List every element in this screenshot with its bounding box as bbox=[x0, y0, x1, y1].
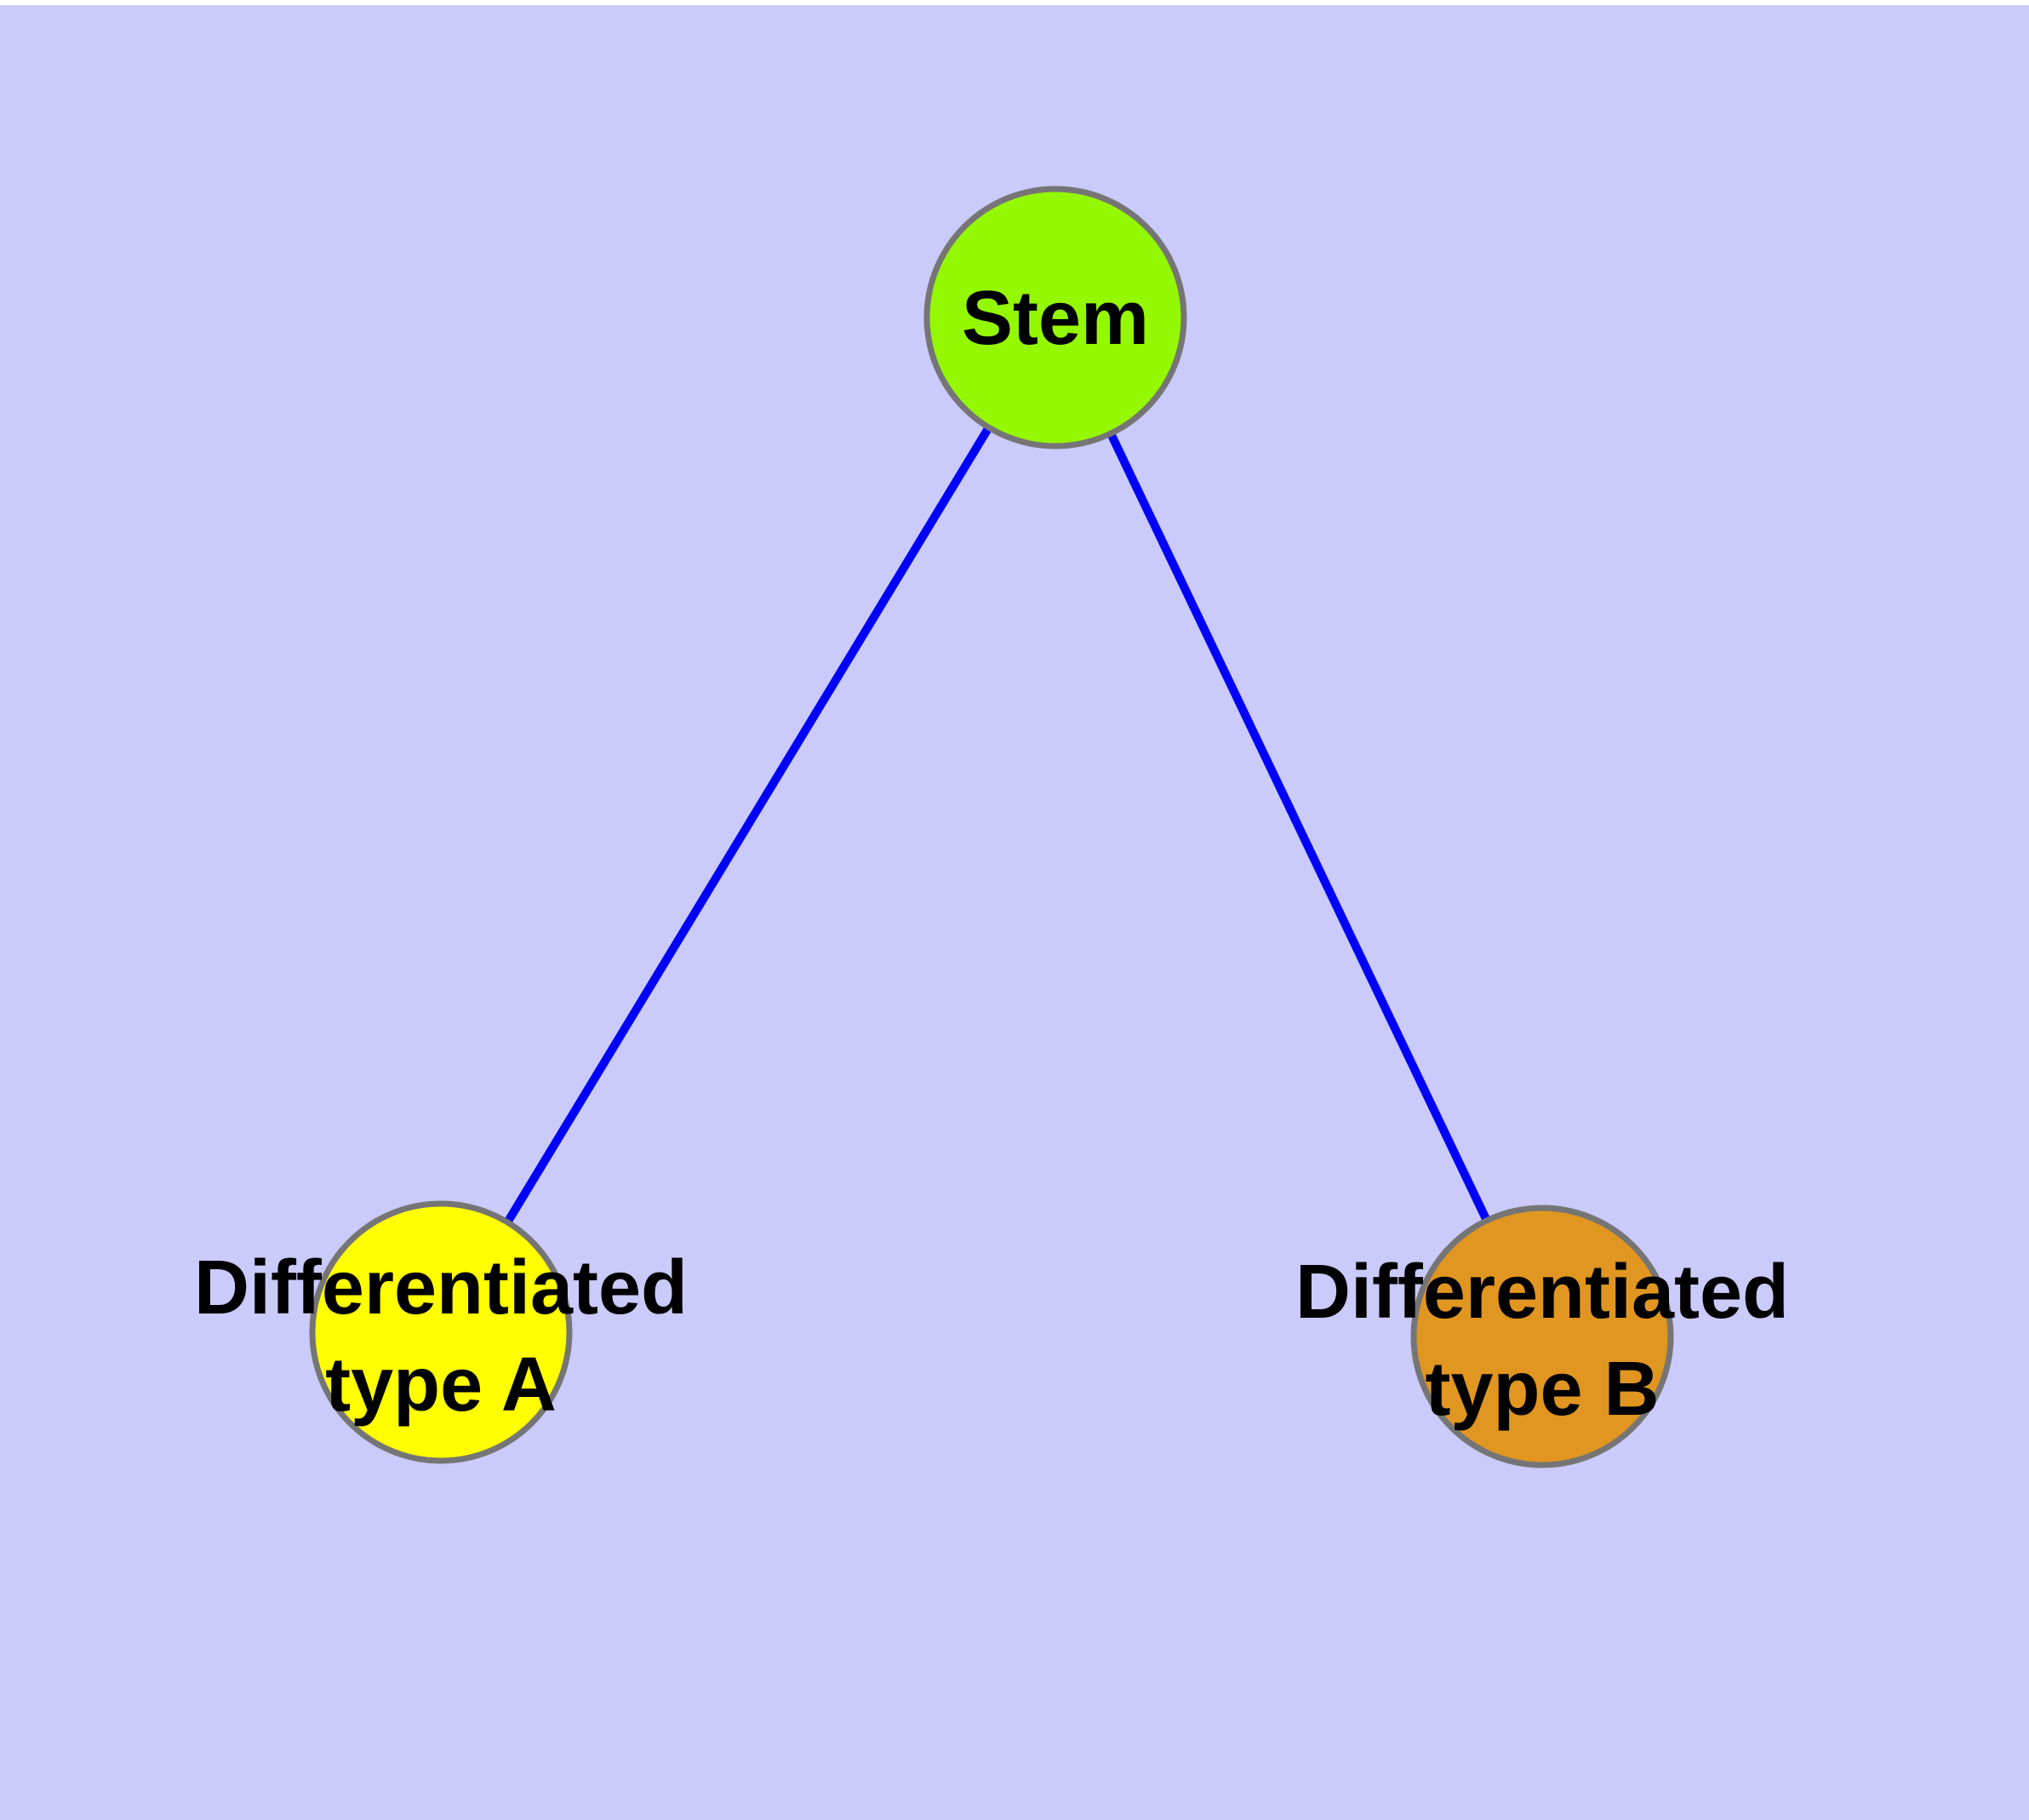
node-type-b-label-line1: Differentiated bbox=[1295, 1250, 1789, 1335]
node-type-a-label-line2: type A bbox=[325, 1342, 557, 1428]
node-type-a-label-line1: Differentiated bbox=[194, 1245, 688, 1331]
node-type-a-circle bbox=[309, 1200, 573, 1464]
node-type-b-label-line2: type B bbox=[1425, 1347, 1659, 1432]
edge-stem-to-type-a bbox=[437, 315, 1060, 1335]
node-stem-circle bbox=[923, 186, 1187, 449]
node-stem-label: Stem bbox=[962, 276, 1149, 361]
node-type-b-circle bbox=[1410, 1205, 1674, 1468]
edge-stem-to-type-b bbox=[1051, 315, 1546, 1339]
